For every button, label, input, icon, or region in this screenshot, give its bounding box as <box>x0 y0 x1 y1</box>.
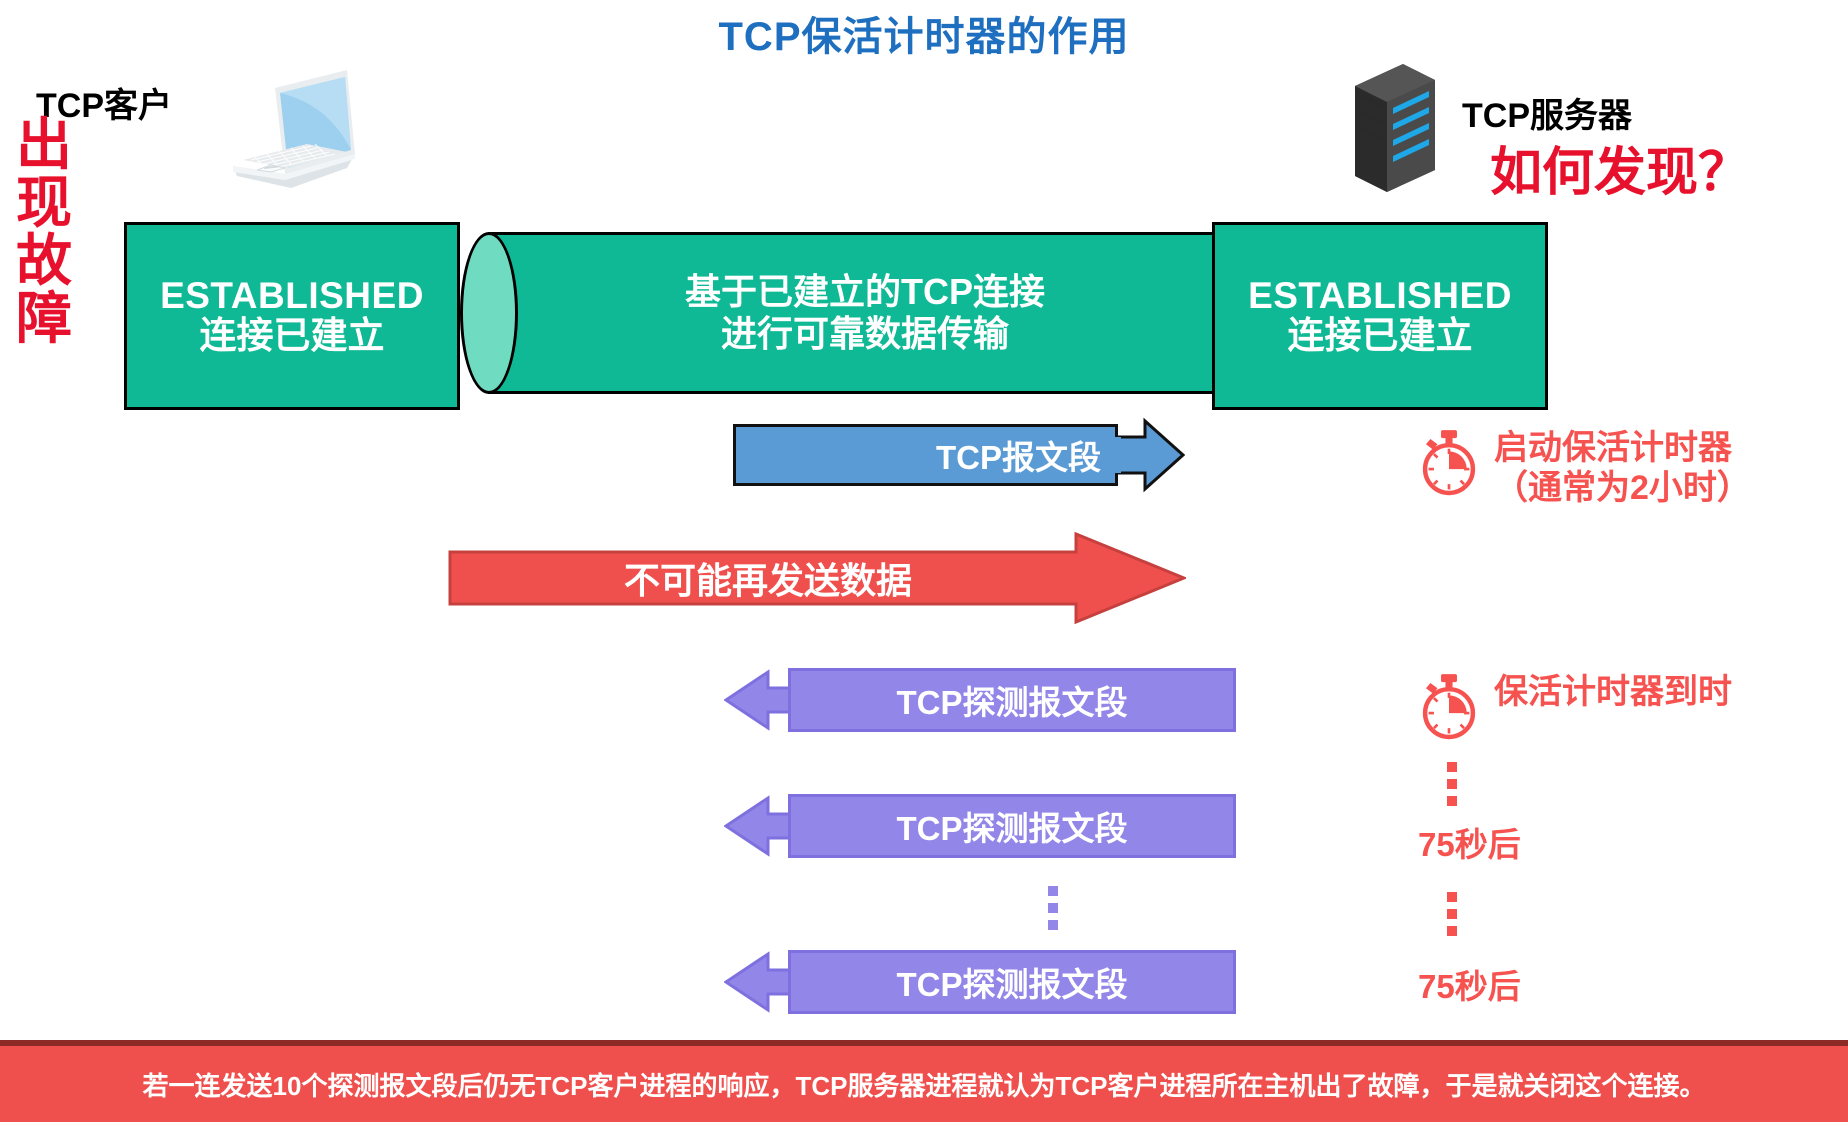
timer-expire-text: 保活计时器到时 <box>1494 673 1732 711</box>
message-probe-2-label: TCP探测报文段 <box>788 794 1236 858</box>
timer-ellipsis-2 <box>1447 892 1457 936</box>
pipe-end-cap <box>460 232 518 394</box>
how-to-find-callout: 如何发现？ <box>1490 144 1751 202</box>
message-tcp-segment-label: TCP报文段 <box>733 424 1118 486</box>
pipe-label-line1: 基于已建立的TCP连接 <box>684 271 1045 313</box>
dot <box>1447 909 1457 919</box>
dot <box>1447 796 1457 806</box>
message-no-more-data-label: 不可能再发送数据 <box>623 560 912 601</box>
fault-callout: 出现故障 <box>8 116 80 348</box>
state-box-client: ESTABLISHED 连接已建立 <box>124 222 460 410</box>
message-probe-2: TCP探测报文段 <box>723 794 1236 858</box>
state-box-server: ESTABLISHED 连接已建立 <box>1212 222 1548 410</box>
timer-start-annotation: 启动保活计时器 （通常为2小时） <box>1418 428 1751 508</box>
timer-after-2: 75秒后 <box>1418 968 1521 1005</box>
message-no-more-data: 不可能再发送数据 <box>448 532 1186 624</box>
pipe-label: 基于已建立的TCP连接 进行可靠数据传输 <box>518 232 1212 394</box>
laptop-icon <box>215 62 360 197</box>
dot <box>1447 762 1457 772</box>
pipe-label-line2: 进行可靠数据传输 <box>720 313 1009 354</box>
dot <box>1447 779 1457 789</box>
pipe-body <box>488 232 1212 394</box>
client-label: TCP客户 <box>36 87 172 125</box>
probe-ellipsis <box>1048 886 1058 930</box>
timer-start-text: 启动保活计时器 （通常为2小时） <box>1494 428 1751 508</box>
state-client-en: ESTABLISHED <box>160 275 424 317</box>
summary-banner: 若一连发送10个探测报文段后仍无TCP客户进程的响应，TCP服务器进程就认为TC… <box>0 1040 1848 1122</box>
timer-ellipsis-1 <box>1447 762 1457 806</box>
message-probe-3-label: TCP探测报文段 <box>788 950 1236 1014</box>
stopwatch-icon <box>1418 672 1480 745</box>
timer-expire-annotation: 保活计时器到时 <box>1418 672 1732 745</box>
dot <box>1048 920 1058 930</box>
timer-after-1: 75秒后 <box>1418 826 1521 863</box>
fault-callout-text: 出现故障 <box>16 113 72 350</box>
message-tcp-segment: TCP报文段 <box>733 417 1186 493</box>
timer-start-line1: 启动保活计时器 <box>1494 429 1732 467</box>
message-probe-1: TCP探测报文段 <box>723 668 1236 732</box>
server-label: TCP服务器 <box>1462 97 1632 135</box>
message-probe-1-label: TCP探测报文段 <box>788 668 1236 732</box>
state-client-cn: 连接已建立 <box>199 315 385 356</box>
page-title: TCP保活计时器的作用 <box>718 15 1130 59</box>
state-server-en: ESTABLISHED <box>1248 275 1512 317</box>
dot <box>1048 886 1058 896</box>
connection-pipe: 基于已建立的TCP连接 进行可靠数据传输 <box>460 232 1212 394</box>
state-server-cn: 连接已建立 <box>1287 315 1473 356</box>
stopwatch-icon <box>1418 428 1480 501</box>
dot <box>1447 892 1457 902</box>
message-probe-3: TCP探测报文段 <box>723 950 1236 1014</box>
dot <box>1447 926 1457 936</box>
arrow-right-icon <box>1109 415 1186 495</box>
timer-start-line2: （通常为2小时） <box>1494 469 1751 508</box>
server-rack-icon <box>1345 58 1445 193</box>
dot <box>1048 903 1058 913</box>
